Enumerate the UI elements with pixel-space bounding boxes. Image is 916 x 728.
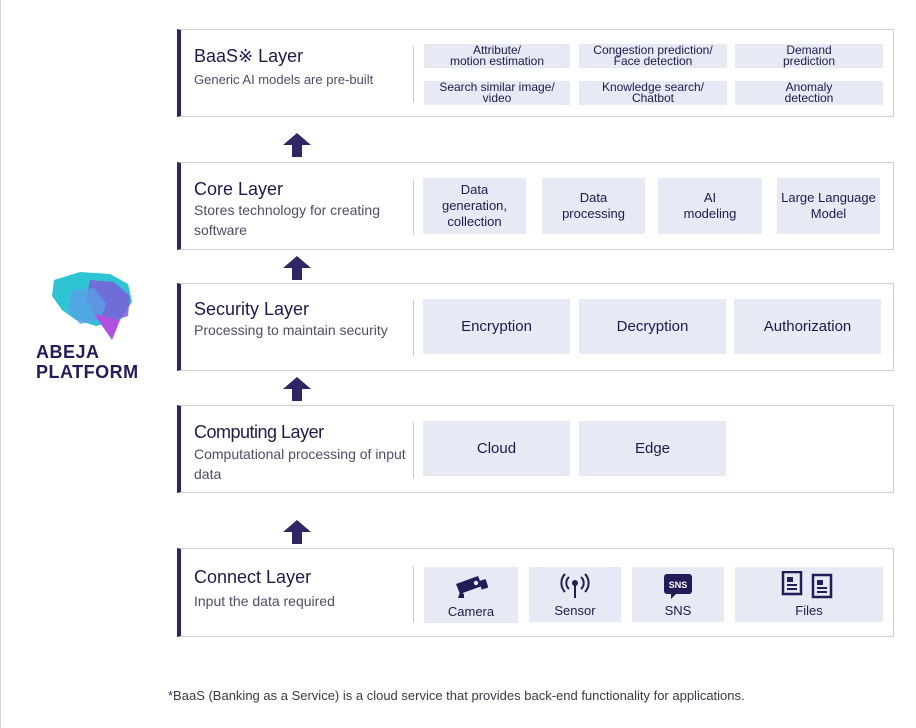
layer-subtitle: Stores technology for creating software	[194, 202, 380, 238]
core-layer: Core Layer Stores technology for creatin…	[177, 162, 894, 250]
layer-separator	[413, 566, 414, 622]
baas-item-knowledge-search: Knowledge search/Chatbot	[579, 81, 727, 105]
computing-item-edge: Edge	[579, 421, 726, 476]
abeja-logo-icon	[52, 272, 132, 340]
baas-item-congestion: Congestion prediction/Face detection	[579, 44, 727, 68]
layer-title: BaaS※ Layer	[194, 46, 304, 66]
connect-item-label: Camera	[447, 603, 495, 619]
logo-line-2: PLATFORM	[36, 362, 139, 382]
abeja-platform-logo: ABEJA PLATFORM	[30, 270, 160, 390]
security-layer: Security Layer Processing to maintain se…	[177, 283, 894, 371]
security-item-encryption: Encryption	[423, 299, 570, 354]
layer-separator	[413, 422, 414, 478]
connect-item-label: SNS	[664, 603, 692, 618]
layer-subtitle: Processing to maintain security	[194, 322, 388, 338]
layer-title: Core Layer	[194, 179, 284, 199]
layer-separator	[413, 179, 414, 235]
layer-separator	[413, 46, 414, 102]
files-icon	[781, 571, 833, 599]
sensor-icon	[560, 573, 590, 598]
baas-item-attribute: Attribute/motion estimation	[424, 44, 570, 68]
connect-item-files: Files	[735, 567, 883, 622]
layer-title: Connect Layer	[194, 567, 312, 587]
logo-wordmark: ABEJA PLATFORM	[36, 342, 139, 382]
security-item-authorization: Authorization	[734, 299, 881, 354]
up-arrow-icon	[283, 133, 311, 157]
svg-text:SNS: SNS	[669, 580, 688, 590]
connect-item-sns: SNS SNS	[632, 567, 724, 622]
core-item-data-generation: Data generation,collection	[423, 178, 526, 234]
baas-item-search-image: Search similar image/video	[424, 81, 570, 105]
sns-icon: SNS	[664, 574, 692, 599]
up-arrow-icon	[283, 377, 311, 401]
camera-icon	[456, 575, 488, 598]
left-border	[0, 0, 1, 728]
connect-item-camera: Camera	[424, 567, 518, 623]
layer-subtitle: Input the data required	[194, 593, 335, 609]
connect-item-label: Sensor	[554, 603, 596, 618]
computing-layer: Computing Layer Computational processing…	[177, 405, 894, 493]
computing-item-cloud: Cloud	[423, 421, 570, 476]
connect-layer: Connect Layer Input the data required Ca…	[177, 548, 894, 637]
footnote: *BaaS (Banking as a Service) is a cloud …	[168, 688, 745, 703]
logo-line-1: ABEJA	[36, 342, 100, 362]
connect-item-label: Files	[795, 603, 823, 618]
up-arrow-icon	[283, 256, 311, 280]
layer-title: Security Layer	[194, 299, 310, 319]
up-arrow-icon	[283, 520, 311, 544]
layer-separator	[413, 300, 414, 356]
baas-layer: BaaS※ Layer Generic AI models are pre-bu…	[177, 29, 894, 117]
layer-subtitle: Generic AI models are pre-built	[194, 72, 374, 87]
layer-subtitle: Computational processing of input data	[194, 446, 406, 482]
connect-item-sensor: Sensor	[529, 567, 621, 622]
layer-title: Computing Layer	[194, 422, 324, 442]
security-item-decryption: Decryption	[579, 299, 726, 354]
